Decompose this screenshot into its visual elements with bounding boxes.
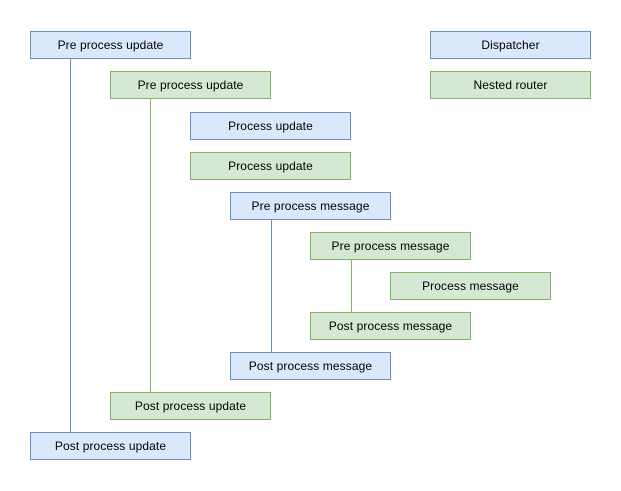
connector-pre-update-router-to-post-update-router xyxy=(150,99,151,392)
legend-item-label: Nested router xyxy=(473,78,548,92)
node-pre-process-update-router[interactable]: Pre process update xyxy=(110,71,271,99)
node-process-update-router[interactable]: Process update xyxy=(190,152,351,180)
node-post-process-update-router[interactable]: Post process update xyxy=(110,392,271,420)
node-label: Pre process update xyxy=(137,78,244,92)
node-label: Process update xyxy=(228,159,313,173)
node-process-message-router[interactable]: Process message xyxy=(390,272,551,300)
node-pre-process-update-dispatcher[interactable]: Pre process update xyxy=(30,31,191,59)
node-post-process-message-router[interactable]: Post process message xyxy=(310,312,471,340)
connector-pre-update-dispatcher-to-post-update-dispatcher xyxy=(70,59,71,432)
node-label: Pre process message xyxy=(251,199,370,213)
node-post-process-message-dispatcher[interactable]: Post process message xyxy=(230,352,391,380)
connector-pre-message-dispatcher-to-post-message-dispatcher xyxy=(271,220,272,352)
node-post-process-update-dispatcher[interactable]: Post process update xyxy=(30,432,191,460)
legend-item-label: Dispatcher xyxy=(481,38,540,52)
node-label: Pre process message xyxy=(331,239,450,253)
node-label: Process message xyxy=(422,279,519,293)
connector-pre-message-router-to-post-message-router xyxy=(351,260,352,312)
node-pre-process-message-dispatcher[interactable]: Pre process message xyxy=(230,192,391,220)
node-pre-process-message-router[interactable]: Pre process message xyxy=(310,232,471,260)
node-process-update-dispatcher[interactable]: Process update xyxy=(190,112,351,140)
node-label: Post process update xyxy=(54,439,167,453)
legend-item-dispatcher[interactable]: Dispatcher xyxy=(430,31,591,59)
node-label: Pre process update xyxy=(57,38,164,52)
node-label: Process update xyxy=(228,119,313,133)
legend-item-nested-router[interactable]: Nested router xyxy=(430,71,591,99)
node-label: Post process message xyxy=(248,359,373,373)
node-label: Post process update xyxy=(134,399,247,413)
node-label: Post process message xyxy=(328,319,453,333)
